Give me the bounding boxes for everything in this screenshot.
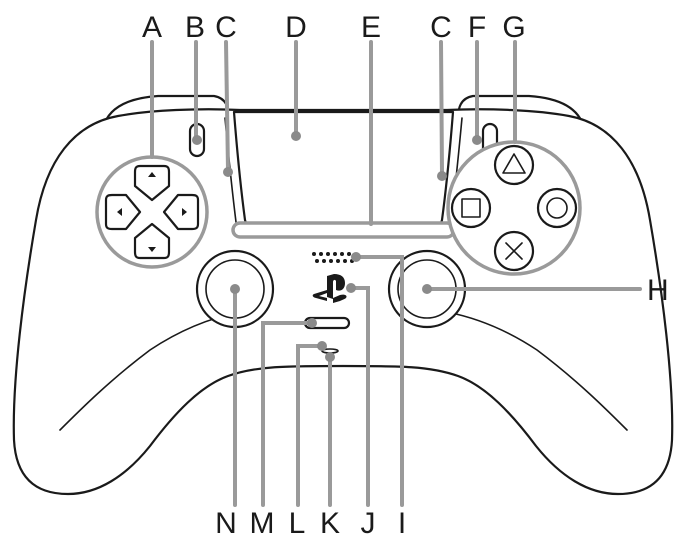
- callout-dot-h: [422, 284, 432, 294]
- down-arrow-icon: [148, 247, 156, 252]
- label-g: G: [502, 11, 525, 44]
- callout-dot-j: [346, 283, 356, 293]
- square-button: [450, 187, 492, 229]
- label-k: K: [320, 507, 340, 540]
- label-e: E: [361, 11, 381, 44]
- circle-button: [536, 187, 578, 229]
- label-c-right: C: [430, 11, 452, 44]
- label-b: B: [185, 11, 205, 44]
- triangle-icon: [502, 153, 526, 174]
- up-arrow-icon: [148, 172, 156, 177]
- callout-dot-b: [192, 135, 202, 145]
- cross-icon: [505, 242, 523, 260]
- label-n: N: [215, 507, 237, 540]
- callout-line-c-right: [439, 40, 444, 176]
- callout-dot-c-left: [223, 167, 233, 177]
- label-j: J: [361, 507, 376, 540]
- dpad-left: [104, 193, 142, 231]
- label-f: F: [468, 11, 486, 44]
- left-arrow-icon: [117, 208, 122, 216]
- callout-dot-n: [230, 284, 240, 294]
- label-m: M: [250, 507, 275, 540]
- circle-icon: [546, 197, 568, 219]
- right-grip-contour: [446, 311, 628, 431]
- label-h: H: [647, 274, 669, 307]
- label-d: D: [285, 11, 307, 44]
- dpad-right: [162, 193, 200, 231]
- callout-dot-d: [291, 131, 301, 141]
- callout-line-j: [349, 286, 370, 507]
- label-c-left: C: [215, 11, 237, 44]
- label-l: L: [289, 507, 306, 540]
- dpad-down: [133, 222, 171, 260]
- label-a: A: [142, 11, 162, 44]
- right-arrow-icon: [182, 208, 187, 216]
- triangle-button: [493, 144, 535, 186]
- playstation-logo-icon: [312, 274, 347, 303]
- action-buttons: [446, 140, 582, 276]
- callout-dot-f: [472, 135, 482, 145]
- light-bar: [231, 221, 456, 239]
- callout-line-c-left: [224, 40, 230, 172]
- callout-line-l: [296, 344, 324, 507]
- label-i: I: [398, 507, 406, 540]
- callout-line-m: [261, 321, 312, 507]
- touch-pad: [232, 110, 455, 236]
- speaker-grille-icon: [312, 252, 354, 263]
- callout-dot-i: [351, 252, 361, 262]
- dpad-up: [133, 164, 171, 202]
- touch-pad-surface: [232, 110, 455, 236]
- part-labels: A B C D E C F G H I J K L M N: [142, 11, 669, 540]
- directional-buttons: [95, 155, 209, 269]
- callout-dot-k: [325, 352, 335, 362]
- callout-dot-c-right: [437, 171, 447, 181]
- callout-line-i: [354, 255, 404, 507]
- callout-lines: [150, 40, 642, 507]
- square-icon: [461, 198, 481, 218]
- callout-dot-l: [317, 341, 327, 351]
- callout-dot-m: [307, 318, 317, 328]
